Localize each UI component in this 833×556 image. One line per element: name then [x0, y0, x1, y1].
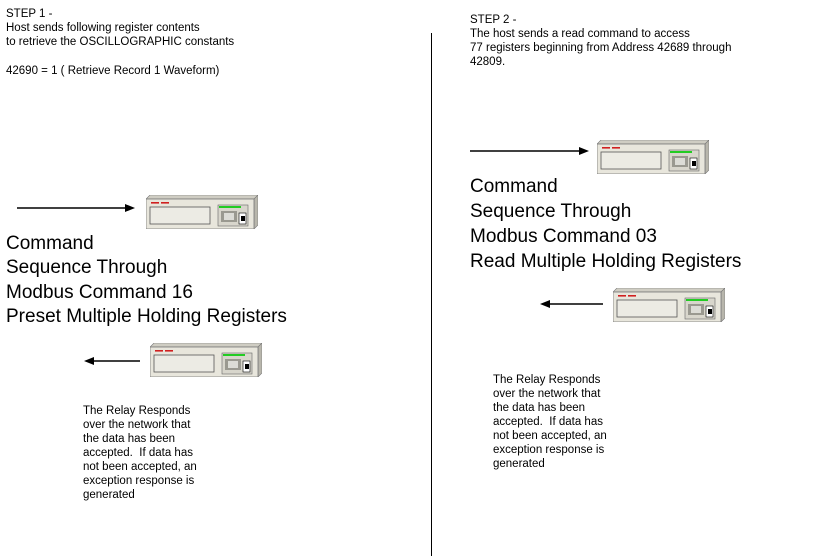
arrow-left-icon: [540, 300, 603, 308]
step2-command-line3: Modbus Command 03: [470, 226, 657, 247]
relay-device-icon: [597, 140, 709, 174]
step1-description-line1: Host sends following register contents: [6, 22, 200, 34]
step1-response-line3: the data has been: [83, 433, 176, 445]
step1-title: STEP 1 -: [6, 8, 53, 20]
step1-command-line4: Preset Multiple Holding Registers: [6, 306, 287, 327]
step2-response-line6: exception response is: [493, 444, 605, 456]
step1-response-line7: generated: [83, 489, 135, 501]
step1-command-line2: Sequence Through: [6, 257, 168, 278]
step1-response-line1: The Relay Responds: [83, 405, 191, 417]
step2-description-line2: 77 registers beginning from Address 4268…: [470, 42, 732, 54]
step2-title: STEP 2 -: [470, 14, 517, 26]
step1-response-line2: over the network that: [83, 419, 191, 431]
step1-response-line4: accepted. If data has: [83, 447, 193, 459]
step2-response-line2: over the network that: [493, 388, 601, 400]
step2-command-line2: Sequence Through: [470, 201, 632, 222]
step1-response-line5: not been accepted, an: [83, 461, 197, 473]
step2-response-line4: accepted. If data has: [493, 416, 603, 428]
step1-command-line3: Modbus Command 16: [6, 282, 193, 303]
relay-device-icon: [613, 288, 725, 322]
step2-response-line5: not been accepted, an: [493, 430, 607, 442]
relay-device-icon: [146, 195, 258, 229]
step1-command-line1: Command: [6, 233, 94, 254]
step2-response-line7: generated: [493, 458, 545, 470]
step1-register-setting: 42690 = 1 ( Retrieve Record 1 Waveform): [6, 65, 220, 77]
step2-command-line1: Command: [470, 176, 558, 197]
step2-response-line3: the data has been: [493, 402, 586, 414]
step2-command-line4: Read Multiple Holding Registers: [470, 251, 742, 272]
step1-description-line2: to retrieve the OSCILLOGRAPHIC constants: [6, 36, 235, 48]
step2-description-line3: 42809.: [470, 56, 506, 68]
relay-device-icon: [150, 343, 262, 377]
arrow-right-icon: [17, 204, 135, 212]
arrow-left-icon: [84, 357, 140, 365]
arrow-right-icon: [470, 147, 589, 155]
step2-description-line1: The host sends a read command to access: [470, 28, 690, 40]
step1-response-line6: exception response is: [83, 475, 195, 487]
column-divider: [431, 33, 432, 556]
step2-response-line1: The Relay Responds: [493, 374, 601, 386]
